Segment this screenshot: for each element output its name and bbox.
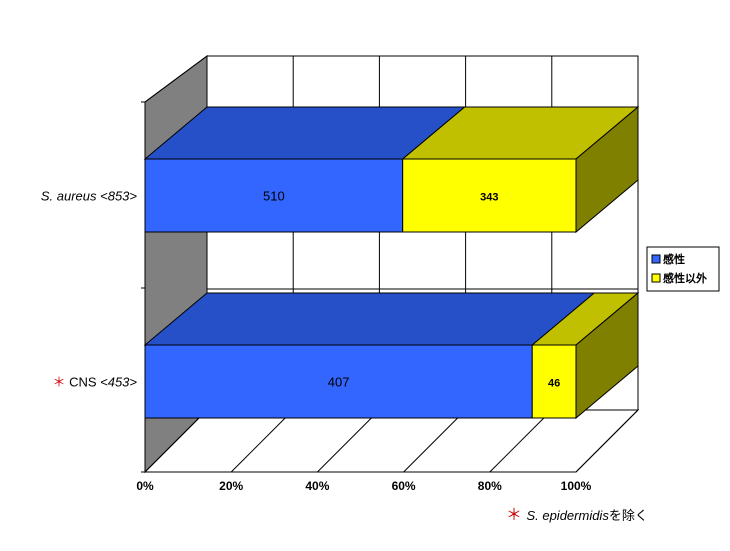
bar-0-1: [402, 158, 577, 233]
category-label: ＊ CNS <453>: [52, 375, 137, 390]
gridline-floor: [230, 409, 294, 473]
data-label: 343: [480, 192, 498, 204]
data-label: 407: [328, 375, 350, 390]
x-axis-ticks: 0% 20% 40% 60% 80% 100%: [136, 479, 591, 493]
footnote-mark: ＊: [506, 507, 526, 524]
category-count: <453>: [100, 375, 137, 390]
legend-swatch: [651, 273, 661, 283]
gridline-floor: [144, 409, 208, 473]
data-label: 510: [263, 189, 285, 204]
legend-label: 感性: [663, 252, 685, 266]
data-label: 46: [548, 378, 560, 390]
footnote-suffix: を除く: [609, 508, 648, 523]
x-tick-label: 20%: [219, 479, 243, 493]
bar-1-1: [531, 344, 577, 419]
category-label: S. aureus <853>: [41, 189, 138, 204]
x-tick-label: 100%: [561, 479, 592, 493]
bar-0-0: [144, 158, 404, 233]
floor: [143, 409, 640, 473]
legend-box: [646, 246, 720, 292]
gridline-floor: [575, 409, 639, 473]
bar-1-0: [144, 344, 533, 419]
legend-swatch: [651, 254, 661, 264]
category-count: <853>: [100, 189, 137, 204]
bar-top-1-0: [143, 292, 596, 346]
footnote-species: S. epidermidis: [526, 508, 609, 523]
x-tick-label: 0%: [136, 479, 154, 493]
gridline-floor: [317, 409, 380, 473]
bar-side-1: [575, 291, 639, 420]
gridline-floor: [403, 409, 466, 473]
bar-side-0: [575, 105, 639, 234]
category-marker: ＊: [52, 375, 69, 390]
x-tick-label: 80%: [478, 479, 502, 493]
footnote-text: ＊ S. epidermidisを除く: [506, 507, 648, 524]
chart-bars: 510 343 407 46: [143, 105, 640, 420]
category-name: S. aureus: [41, 189, 100, 204]
wall-edge: [144, 55, 208, 103]
gridline-floor: [489, 409, 553, 473]
category-name: CNS: [69, 375, 100, 390]
x-tick-label: 40%: [305, 479, 329, 493]
y-axis-categories: S. aureus <853> ＊ CNS <453>: [41, 189, 138, 390]
footnote: ＊ S. epidermidisを除く: [506, 507, 648, 524]
x-tick-label: 60%: [392, 479, 416, 493]
legend-label: 感性以外: [663, 271, 707, 285]
